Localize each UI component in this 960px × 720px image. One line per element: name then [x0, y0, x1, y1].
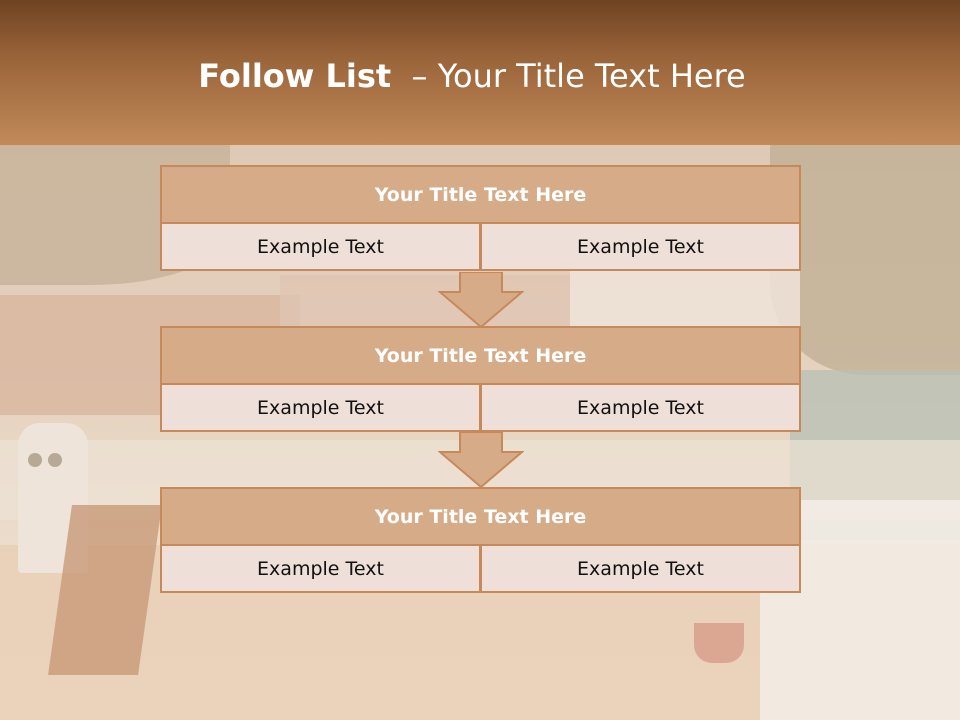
photo-chimney-vent: [28, 453, 42, 467]
step-2-right-text: Example Text: [482, 385, 799, 430]
photo-flower-pot: [694, 623, 744, 663]
down-arrow-icon: [438, 272, 524, 328]
title-band: Follow List – Your Title Text Here: [0, 0, 960, 145]
slide-title-rest: – Your Title Text Here: [391, 57, 746, 95]
slide-title-bold: Follow List: [198, 57, 392, 95]
step-box-3: Your Title Text Here Example Text Exampl…: [160, 487, 801, 593]
step-box-1: Your Title Text Here Example Text Exampl…: [160, 165, 801, 271]
step-1-right-text: Example Text: [482, 224, 799, 269]
step-3-left-text: Example Text: [162, 546, 479, 591]
slide-title: Follow List – Your Title Text Here: [0, 56, 944, 96]
step-2-left-text: Example Text: [162, 385, 479, 430]
step-box-2: Your Title Text Here Example Text Exampl…: [160, 326, 801, 432]
photo-rooftops-middle: [280, 275, 580, 335]
step-title-1: Your Title Text Here: [162, 167, 799, 222]
photo-chimney-vent: [48, 453, 62, 467]
step-title-2: Your Title Text Here: [162, 328, 799, 383]
photo-hillside-right: [770, 145, 960, 375]
step-3-right-text: Example Text: [482, 546, 799, 591]
step-1-left-text: Example Text: [162, 224, 479, 269]
down-arrow-icon: [438, 432, 524, 488]
step-title-3: Your Title Text Here: [162, 489, 799, 544]
